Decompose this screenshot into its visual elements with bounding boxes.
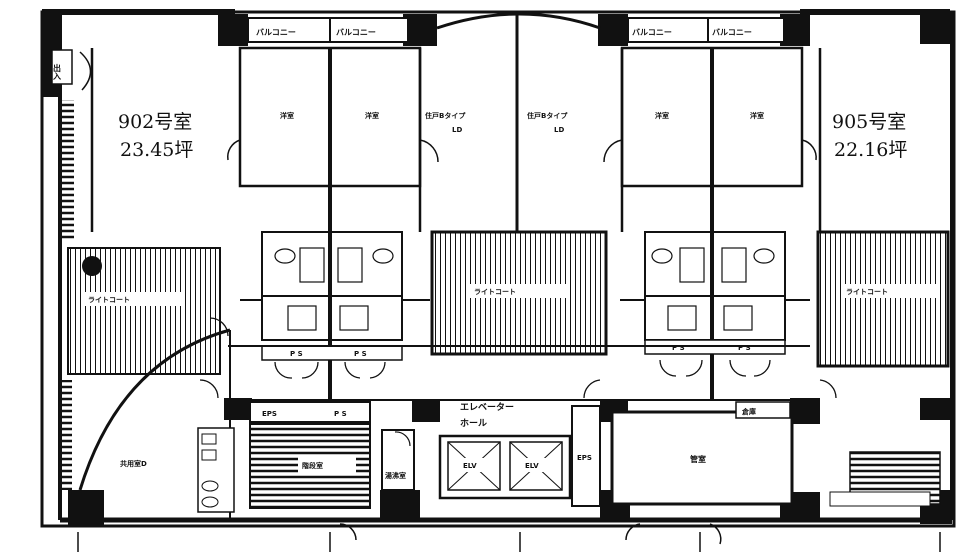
machine-room-label: 管室 [690, 454, 706, 464]
balcony-strip: バルコニー バルコニー バルコニー バルコニー [247, 12, 785, 43]
light-court-label-2: ライトコート [474, 288, 516, 296]
ps-label-3: P S [672, 344, 685, 352]
ld-1: LD [452, 126, 462, 134]
western-room-2: 洋室 [365, 111, 379, 120]
western-room-3: 洋室 [655, 111, 669, 120]
ps-label-1: P S [290, 350, 303, 358]
corridor-doors [199, 317, 837, 399]
bottom-right-stair [829, 451, 941, 507]
balcony-label-4: バルコニー [712, 28, 752, 37]
elevator-car-1[interactable]: ELV [447, 441, 501, 491]
room-small-labels: 洋室 洋室 住戸Bタイプ LD 住戸Bタイプ LD 洋室 洋室 [280, 111, 764, 134]
common-room-label: 共用室D [120, 459, 147, 468]
light-courts: ライトコート ライトコート ライトコート [67, 230, 950, 375]
entrance-label: 出入 [53, 63, 62, 81]
elevator-car-2[interactable]: ELV [509, 441, 563, 491]
ps-label-2: P S [354, 350, 367, 358]
left-ladder [62, 100, 74, 490]
western-room-4: 洋室 [750, 111, 764, 120]
elv-label-1: ELV [463, 462, 477, 470]
unit-902-area: 23.45坪 [120, 139, 193, 161]
elv-label-2: ELV [525, 462, 539, 470]
elevator-block: 湯沸室 ELV ELV エレベーター ホール [381, 401, 572, 500]
stair-block: EPS P S 階段室 [197, 401, 371, 513]
unit-902[interactable]: 902号室 23.45坪 [118, 111, 193, 161]
bottom-markers [77, 523, 941, 552]
eps-label-1: EPS [262, 410, 277, 418]
ps-label-4: P S [738, 344, 751, 352]
balcony-label-3: バルコニー [632, 28, 672, 37]
entrance[interactable]: 出入 [51, 49, 73, 85]
elevator-hall-label: エレベーター [460, 401, 514, 413]
light-court-label-1: ライトコート [88, 296, 130, 304]
ld-2: LD [554, 126, 564, 134]
water-closet-label: 湯沸室 [385, 471, 406, 480]
stair-label: 階段室 [302, 461, 323, 470]
balcony-label-1: バルコニー [256, 28, 296, 37]
balcony-label-2: バルコニー [336, 28, 376, 37]
unit-905-area: 22.16坪 [834, 139, 907, 161]
ps-label-5: P S [334, 410, 347, 418]
dk-room-2: 住戸Bタイプ [527, 111, 568, 120]
unit-905[interactable]: 905号室 22.16坪 [832, 111, 907, 161]
unit-902-name: 902号室 [118, 111, 192, 133]
corridor-walls [228, 345, 810, 401]
elevator-hall-label-2: ホール [460, 418, 487, 429]
western-room-1: 洋室 [280, 111, 294, 120]
light-court-label-3: ライトコート [846, 288, 888, 296]
eps-label-2: EPS [577, 454, 592, 462]
storage-label: 倉庫 [741, 407, 756, 416]
door-swings-upper [79, 51, 817, 163]
fixtures [274, 247, 775, 331]
dk-room-1: 住戸Bタイプ [425, 111, 466, 120]
machine-room: EPS 管室 倉庫 [571, 401, 794, 507]
unit-905-name: 905号室 [832, 111, 906, 133]
